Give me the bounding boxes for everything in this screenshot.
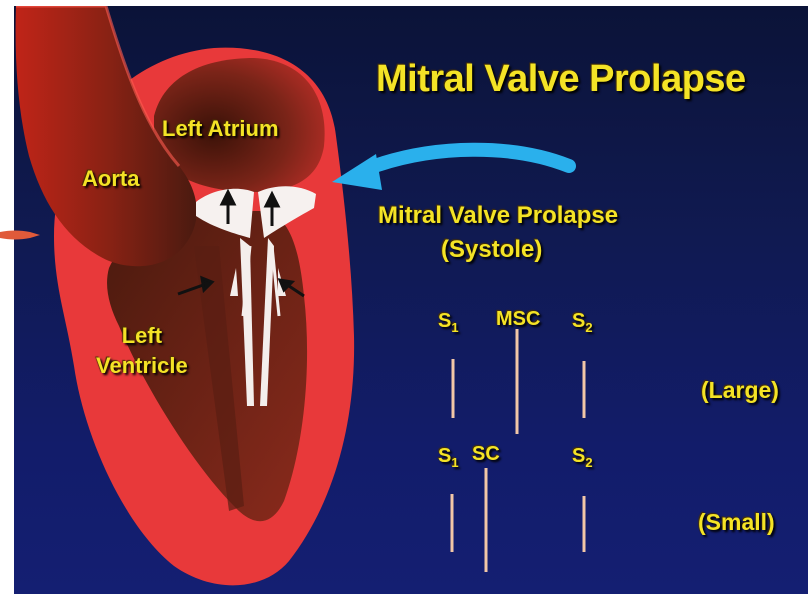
- slide-title: Mitral Valve Prolapse: [376, 58, 746, 101]
- s1-large-label: S1: [438, 310, 459, 335]
- condition-label: Mitral Valve Prolapse: [378, 202, 618, 230]
- msc-label: MSC: [496, 308, 540, 331]
- left-atrium-label: Left Atrium: [162, 116, 279, 142]
- aorta-label: Aorta: [82, 166, 139, 192]
- sc-label: SC: [472, 443, 500, 466]
- left-ventricle-label: Left Ventricle: [96, 321, 188, 381]
- slide: Mitral Valve Prolapse Mitral Valve Prola…: [14, 6, 808, 594]
- large-prolapse-label: (Large): [701, 377, 779, 404]
- small-prolapse-label: (Small): [698, 509, 775, 536]
- small-sound-ticks: [452, 468, 584, 572]
- curved-arrow-icon: [332, 150, 569, 190]
- pointer-mark: [0, 226, 40, 246]
- s1-small-label: S1: [438, 445, 459, 470]
- s2-small-label: S2: [572, 445, 593, 470]
- large-sound-ticks: [453, 329, 584, 434]
- left-ventricle-line1: Left: [96, 321, 188, 351]
- phase-label: (Systole): [441, 236, 542, 264]
- left-ventricle-line2: Ventricle: [96, 351, 188, 381]
- s2-large-label: S2: [572, 310, 593, 335]
